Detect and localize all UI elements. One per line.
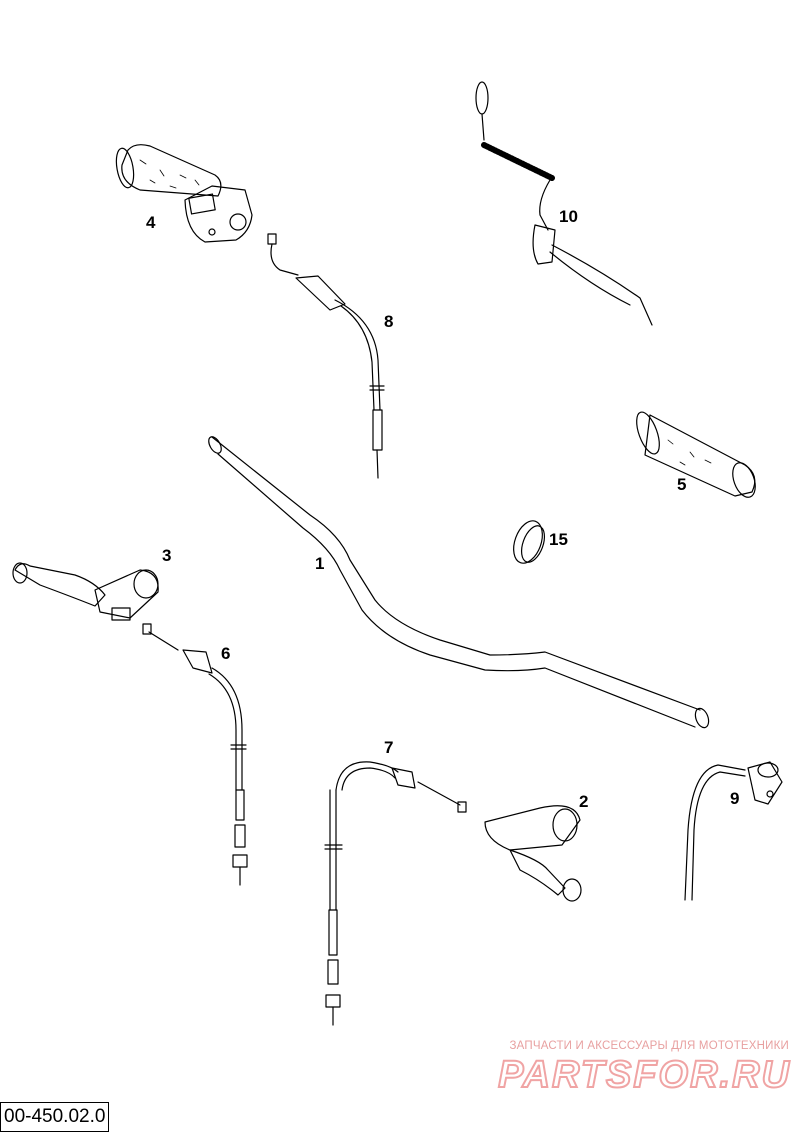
part-label-9: 9 (730, 789, 739, 808)
part-labels: 1 2 3 4 5 6 7 8 9 10 15 (146, 207, 739, 811)
part-label-6: 6 (221, 644, 230, 663)
kill-switch-drawing (475, 81, 653, 326)
clamp-drawing (513, 520, 546, 564)
handlebar-drawing (208, 436, 710, 729)
watermark-brand: PARTSFOR.RU (498, 1054, 791, 1096)
left-lever-drawing (12, 562, 159, 621)
part-label-2: 2 (579, 792, 588, 811)
grip-drawing (636, 411, 756, 498)
part-label-1: 1 (315, 554, 324, 573)
part-label-4: 4 (146, 213, 156, 232)
watermark-subtitle: ЗАПЧАСТИ И АКСЕССУАРЫ ДЛЯ МОТОТЕХНИКИ (509, 1040, 789, 1052)
part-label-5: 5 (677, 475, 686, 494)
right-lever-drawing (484, 805, 582, 902)
part-label-3: 3 (162, 546, 171, 565)
part-label-8: 8 (384, 312, 393, 331)
part-label-7: 7 (384, 738, 393, 757)
part-label-15: 15 (549, 530, 568, 549)
watermark: ЗАПЧАСТИ И АКСЕССУАРЫ ДЛЯ МОТОТЕХНИКИ PA… (497, 1040, 791, 1097)
throttle-grip-drawing (115, 144, 253, 243)
part-label-10: 10 (559, 207, 578, 226)
drawing-code: 00-450.02.0 (0, 1102, 110, 1132)
cable-7-drawing (324, 761, 467, 1026)
throttle-cable-drawing (267, 233, 385, 479)
cable-6-drawing (142, 623, 248, 886)
switch-9-drawing (684, 761, 783, 901)
